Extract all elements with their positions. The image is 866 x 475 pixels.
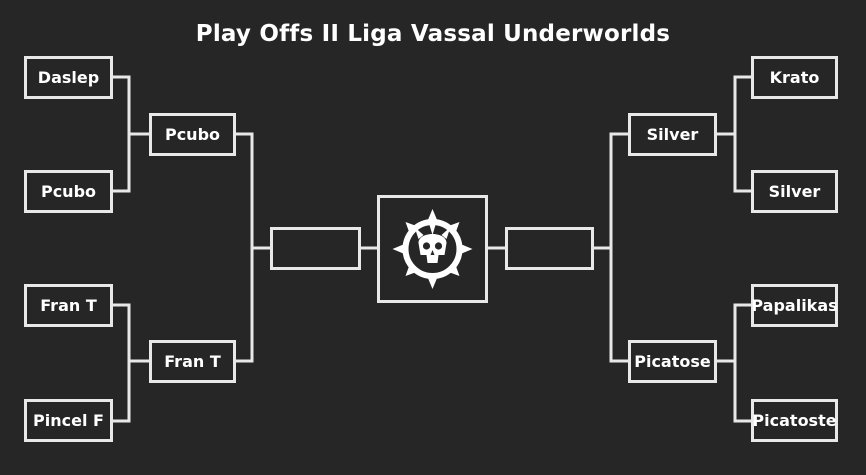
bracket-right-r1-match1-bottom: Silver — [751, 170, 838, 213]
bracket-left-r1-match1-top: Daslep — [24, 56, 113, 99]
bracket-left-semi-top: Pcubo — [149, 113, 236, 156]
center-logo-box — [377, 195, 488, 303]
bracket-right-r1-match2-bottom: Picatoste — [751, 399, 838, 442]
page-title: Play Offs II Liga Vassal Underworlds — [195, 21, 671, 47]
bracket-right-final — [505, 227, 594, 270]
bracket-right-r1-match2-top: Papalikas — [751, 284, 838, 327]
bracket-right-r1-match1-top: Krato — [751, 56, 838, 99]
bracket-right-semi-top: Silver — [628, 113, 717, 156]
underworlds-skull-emblem-icon — [392, 209, 473, 289]
bracket-right-semi-bottom: Picatose — [628, 340, 717, 383]
bracket-left-final — [270, 227, 361, 270]
bracket-left-semi-bottom: Fran T — [149, 340, 236, 383]
bracket-left-r1-match2-top: Fran T — [24, 284, 113, 327]
bracket-left-r1-match1-bottom: Pcubo — [24, 170, 113, 213]
bracket-left-r1-match2-bottom: Pincel F — [24, 399, 113, 442]
